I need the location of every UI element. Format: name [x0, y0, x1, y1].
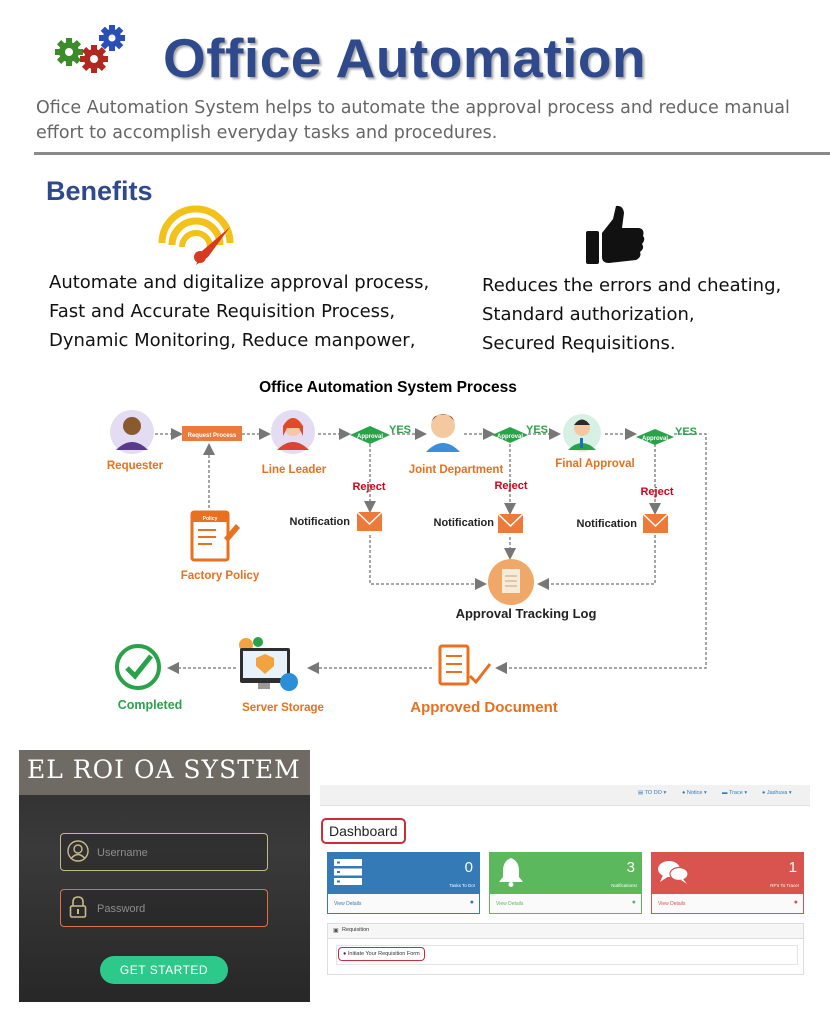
nav-notice[interactable]: ● Notice ▾	[682, 790, 707, 796]
lock-icon	[69, 896, 87, 918]
requisition-header: ▣ Requisition	[328, 924, 803, 939]
joint-department-label: Joint Department	[409, 464, 504, 476]
yes-label: YES	[389, 424, 411, 436]
username-field-box	[60, 833, 268, 871]
benefits-right-list: Reduces the errors and cheating, Standar…	[482, 271, 781, 358]
speedometer-icon	[158, 205, 234, 265]
svg-text:Approval: Approval	[642, 436, 668, 442]
benefit-item: Standard authorization,	[482, 304, 695, 325]
trace-count: 1	[788, 859, 797, 876]
approved-document-icon	[438, 644, 492, 686]
list-icon	[334, 859, 362, 885]
reject-label: Reject	[352, 481, 385, 493]
arrow-circle-icon: ●	[793, 899, 798, 906]
approval-diamond-3: Approval	[636, 429, 674, 445]
tasks-card: 0 Tasks To Do! View Details ●	[327, 852, 480, 914]
yes-label: YES	[526, 424, 548, 436]
mail-icon	[497, 513, 524, 533]
svg-text:Policy: Policy	[203, 516, 218, 522]
benefit-item: Dynamic Monitoring, Reduce manpower,	[49, 330, 416, 351]
benefits-heading: Benefits	[46, 176, 153, 206]
joint-department-avatar-icon	[426, 414, 460, 452]
approval-tracking-log-label: Approval Tracking Log	[456, 606, 597, 621]
server-storage-label: Server Storage	[242, 702, 324, 714]
tasks-view-details[interactable]: View Details ●	[328, 894, 479, 913]
mail-icon	[642, 513, 669, 533]
requester-avatar-icon	[110, 410, 154, 454]
final-approval-label: Final Approval	[555, 458, 634, 470]
tasks-label: Tasks To Do!	[449, 883, 475, 888]
notifications-count: 3	[626, 859, 635, 876]
folder-icon: ▣	[333, 928, 339, 934]
password-field-box	[60, 889, 268, 927]
requisition-row: ● Initiate Your Requisition Form	[336, 945, 798, 965]
final-approval-avatar-icon	[563, 414, 601, 452]
bell-icon	[499, 858, 523, 887]
comments-icon	[658, 861, 689, 884]
initiate-requisition-button[interactable]: ● Initiate Your Requisition Form	[338, 947, 425, 961]
page-title: Office Automation	[163, 27, 647, 89]
approved-document-label: Approved Document	[410, 699, 558, 716]
line-leader-avatar-icon	[271, 410, 315, 454]
request-process-label: Request Process	[188, 433, 237, 439]
requester-label: Requester	[107, 460, 164, 472]
factory-policy-label: Factory Policy	[181, 570, 260, 582]
notifications-card: 3 Notifications! View Details ●	[489, 852, 642, 914]
benefit-item: Reduces the errors and cheating,	[482, 275, 782, 296]
completed-label: Completed	[118, 698, 183, 712]
reject-label: Reject	[494, 480, 527, 492]
process-title: Office Automation System Process	[259, 379, 517, 396]
benefit-item: Secured Requisitions.	[482, 333, 676, 354]
arrow-circle-icon: ●	[469, 899, 474, 906]
gears-icon	[55, 25, 125, 73]
notifications-label: Notifications!	[611, 883, 637, 888]
notification-label: Notification	[577, 518, 638, 530]
divider	[34, 152, 830, 155]
svg-text:Approval: Approval	[497, 434, 523, 440]
nav-user[interactable]: ● Jashuva ▾	[762, 790, 792, 796]
approval-diamond-1: Approval	[350, 426, 390, 444]
user-icon: ●	[343, 951, 347, 957]
dashboard-panel: ▤ TO DO ▾ ● Notice ▾ ▬ Trace ▾ ● Jashuva…	[320, 785, 810, 975]
benefit-item: Fast and Accurate Requisition Process,	[49, 301, 396, 322]
thumbs-up-icon	[586, 205, 645, 264]
reject-label: Reject	[640, 486, 673, 498]
svg-text:Approval: Approval	[357, 434, 383, 440]
tasks-count: 0	[464, 859, 473, 876]
check-circle-icon	[115, 644, 161, 690]
requisition-panel: ▣ Requisition ● Initiate Your Requisitio…	[327, 923, 804, 975]
get-started-button[interactable]: GET STARTED	[100, 956, 228, 984]
dashboard-title: Dashboard	[321, 818, 406, 844]
trace-label: RF's To Trace!	[770, 883, 799, 888]
policy-document-icon: Policy	[190, 510, 240, 562]
trace-card: 1 RF's To Trace! View Details ●	[651, 852, 804, 914]
yes-label: YES	[675, 426, 697, 438]
dashboard-navbar: ▤ TO DO ▾ ● Notice ▾ ▬ Trace ▾ ● Jashuva…	[320, 785, 810, 806]
tracking-log-icon	[488, 559, 534, 605]
password-input[interactable]	[95, 898, 259, 920]
line-leader-label: Line Leader	[262, 464, 327, 476]
requisition-heading: Requisition	[342, 927, 370, 933]
request-process-box	[182, 426, 242, 441]
mail-icon	[356, 511, 383, 531]
trace-view-details[interactable]: View Details ●	[652, 894, 803, 913]
approval-diamond-2: Approval	[492, 427, 528, 443]
login-panel: EL ROI OA SYSTEM GET STARTED	[19, 750, 310, 1002]
user-icon	[67, 840, 89, 862]
username-input[interactable]	[95, 842, 259, 864]
nav-todo[interactable]: ▤ TO DO ▾	[638, 790, 667, 796]
notification-label: Notification	[434, 517, 495, 529]
benefit-item: Automate and digitalize approval process…	[49, 272, 430, 293]
login-header: EL ROI OA SYSTEM	[19, 750, 310, 795]
notification-label: Notification	[290, 516, 351, 528]
benefits-left-list: Automate and digitalize approval process…	[49, 268, 429, 355]
arrow-circle-icon: ●	[631, 899, 636, 906]
notifications-view-details[interactable]: View Details ●	[490, 894, 641, 913]
process-diagram: Office Automation System Process Request…	[107, 379, 707, 716]
login-title: EL ROI OA SYSTEM	[27, 755, 301, 784]
page-subtitle: Ofice Automation System helps to automat…	[36, 98, 790, 143]
nav-trace[interactable]: ▬ Trace ▾	[722, 790, 748, 796]
server-storage-icon	[239, 637, 298, 691]
